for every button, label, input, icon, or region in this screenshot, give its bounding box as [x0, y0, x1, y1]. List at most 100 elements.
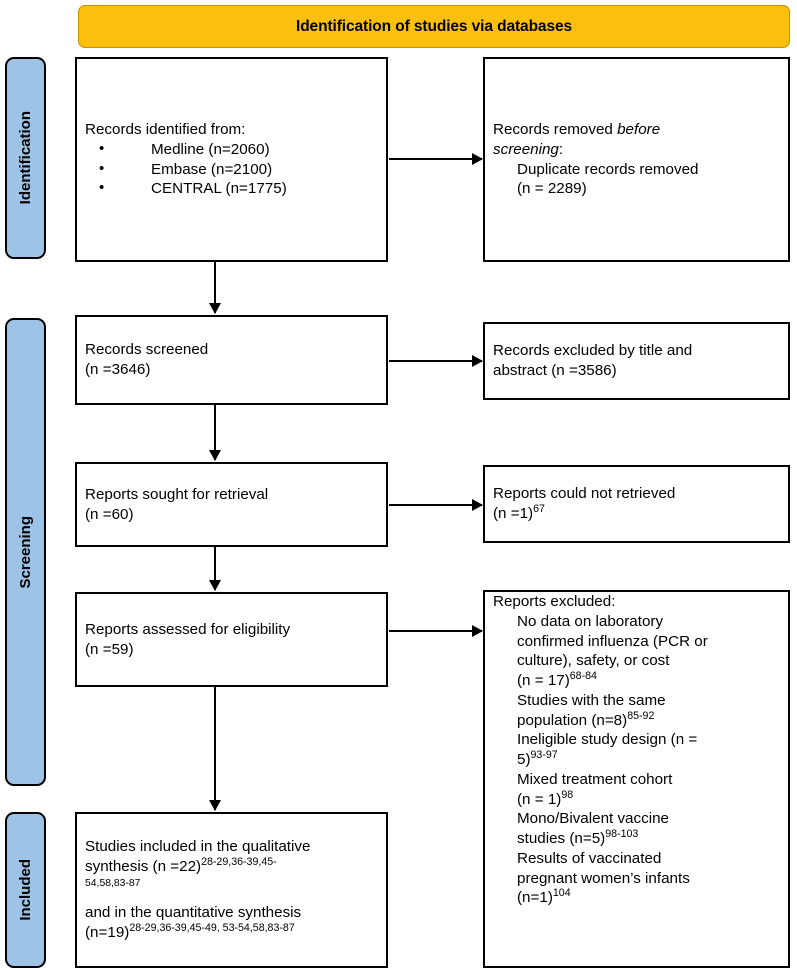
arrow-assessed-to-reports-excluded	[389, 625, 483, 637]
reports-excluded-reason-line: (n = 1)98	[517, 788, 574, 808]
reports-assessed-line1: Reports assessed for eligibility	[85, 620, 291, 638]
records-excluded-line1: Records excluded by title and	[493, 342, 693, 360]
arrow-head	[209, 303, 221, 314]
arrow-shaft	[214, 405, 216, 460]
records-identified-heading: Records identified from:	[85, 121, 246, 138]
records-screened-line1: Records screened	[85, 341, 209, 359]
reports-excluded-reason-line: Ineligible study design (n =	[517, 731, 698, 749]
records-removed-line1: Records removed before	[493, 120, 780, 140]
reports-excluded-reason-line: pregnant women’s infants	[517, 869, 690, 887]
stage-label-screening: Screening	[17, 515, 34, 589]
included-quantitative-line2: (n=19)28-29,36-39,45-49, 53-54,58,83-87	[85, 923, 378, 943]
arrow-identified-to-removed	[389, 153, 483, 165]
arrow-shaft	[389, 360, 482, 362]
list-item: Embase (n=2100)	[85, 159, 378, 180]
arrow-assessed-to-included	[209, 687, 221, 811]
citation-superscript: 93-97	[530, 748, 558, 761]
records-excluded-line2: abstract (n =3586)	[493, 362, 617, 379]
included-quantitative-line1: and in the quantitative synthesis	[85, 904, 302, 922]
stage-bar-identification: Identification	[5, 57, 46, 259]
citation-superscript: 67	[533, 502, 545, 515]
included-quantitative-count: (n=19)	[85, 924, 130, 941]
arrow-identified-to-screened	[209, 262, 221, 314]
reports-excluded-reason-line: studies (n=5)98-103	[517, 827, 639, 847]
reports-excluded-reason-line: Mono/Bivalent vaccine	[517, 810, 669, 828]
reports-sought-line2: (n =60)	[85, 505, 134, 523]
arrow-shaft	[389, 158, 482, 160]
arrow-head	[472, 355, 483, 367]
arrow-shaft	[214, 262, 216, 313]
arrow-head	[472, 625, 483, 637]
reports-not-retrieved-line2: (n =1)67	[493, 504, 780, 524]
included-qualitative-line2: synthesis (n =22)28-29,36-39,45-	[85, 857, 378, 877]
arrow-shaft	[214, 687, 216, 810]
arrow-head	[472, 153, 483, 165]
box-records-removed: Records removed before screening: Duplic…	[483, 57, 790, 262]
reports-excluded-reason: Mixed treatment cohort(n = 1)98	[517, 770, 780, 810]
stage-bar-screening: Screening	[5, 318, 46, 786]
arrow-shaft	[389, 504, 482, 506]
reports-not-retrieved-count: (n =1)	[493, 505, 534, 522]
reports-excluded-reason: Results of vaccinated pregnant women’s in…	[517, 849, 780, 908]
diagram-banner-title: Identification of studies via databases	[78, 5, 790, 48]
reports-excluded-reason-line: Mixed treatment cohort	[517, 770, 673, 788]
arrow-screened-to-excluded	[389, 355, 483, 367]
citation-superscript: 68-84	[569, 669, 597, 682]
box-records-excluded-title-abstract: Records excluded by title and abstract (…	[483, 322, 790, 400]
box-records-screened: Records screened (n =3646)	[75, 315, 388, 405]
citation-superscript: 28-29,36-39,45-	[201, 855, 277, 868]
box-records-identified: Records identified from: Medline (n=2060…	[75, 57, 388, 262]
stage-label-included: Included	[17, 859, 34, 921]
arrow-sought-to-not-retrieved	[389, 499, 483, 511]
reports-sought-line1: Reports sought for retrieval	[85, 485, 269, 503]
reports-assessed-line2: (n =59)	[85, 640, 134, 658]
reports-excluded-heading: Reports excluded:	[493, 593, 616, 610]
citation-superscript: 98	[561, 788, 574, 801]
citation-superscript: 104	[552, 887, 571, 900]
records-removed-italic-before: before	[617, 121, 661, 138]
included-qualitative-line3: 54,58,83-87	[85, 877, 141, 889]
records-removed-line2: screening:	[493, 140, 780, 160]
arrow-sought-to-assessed	[209, 547, 221, 591]
included-qualitative-count: synthesis (n =22)	[85, 857, 202, 875]
list-item: CENTRAL (n=1775)	[85, 178, 378, 199]
reports-excluded-reason-line: (n=1)104	[517, 887, 571, 907]
stage-label-identification: Identification	[17, 111, 34, 205]
spacer	[85, 890, 378, 903]
records-removed-italic-screening: screening	[493, 140, 559, 158]
reports-excluded-reason-line: 5)93-97	[517, 748, 558, 768]
reports-excluded-reason-line: No data on laboratory	[517, 612, 664, 630]
reports-excluded-reason-line: culture), safety, or cost	[517, 652, 670, 670]
arrow-head	[209, 580, 221, 591]
records-removed-detail2: (n = 2289)	[517, 180, 587, 198]
stage-bar-included: Included	[5, 812, 46, 968]
reports-excluded-reason-line: (n = 17)68-84	[517, 669, 597, 689]
citation-superscript: 98-103	[605, 827, 639, 840]
arrow-head	[209, 800, 221, 811]
box-reports-assessed: Reports assessed for eligibility (n =59)	[75, 592, 388, 687]
list-item: Medline (n=2060)	[85, 139, 378, 160]
arrow-head	[209, 450, 221, 461]
reports-excluded-reason-line: Studies with the same	[517, 691, 666, 709]
records-removed-prefix: Records removed	[493, 121, 618, 138]
banner-label: Identification of studies via databases	[295, 17, 573, 35]
records-identified-source-list: Medline (n=2060) Embase (n=2100) CENTRAL…	[85, 139, 378, 199]
records-removed-detail1: Duplicate records removed	[517, 160, 699, 178]
reports-excluded-reason-line: Results of vaccinated	[517, 849, 662, 867]
citation-superscript: 85-92	[627, 709, 655, 722]
citation-superscript: 28-29,36-39,45-49, 53-54,58,83-87	[129, 921, 295, 934]
reports-not-retrieved-line1: Reports could not retrieved	[493, 485, 676, 503]
reports-excluded-reason: Ineligible study design (n =5)93-97	[517, 730, 780, 770]
records-removed-colon: :	[558, 140, 564, 158]
records-screened-line2: (n =3646)	[85, 361, 151, 378]
arrow-head	[472, 499, 483, 511]
box-reports-sought: Reports sought for retrieval (n =60)	[75, 462, 388, 547]
box-reports-not-retrieved: Reports could not retrieved (n =1)67	[483, 465, 790, 543]
included-qualitative-line1: Studies included in the qualitative	[85, 838, 311, 856]
arrow-shaft	[389, 630, 482, 632]
